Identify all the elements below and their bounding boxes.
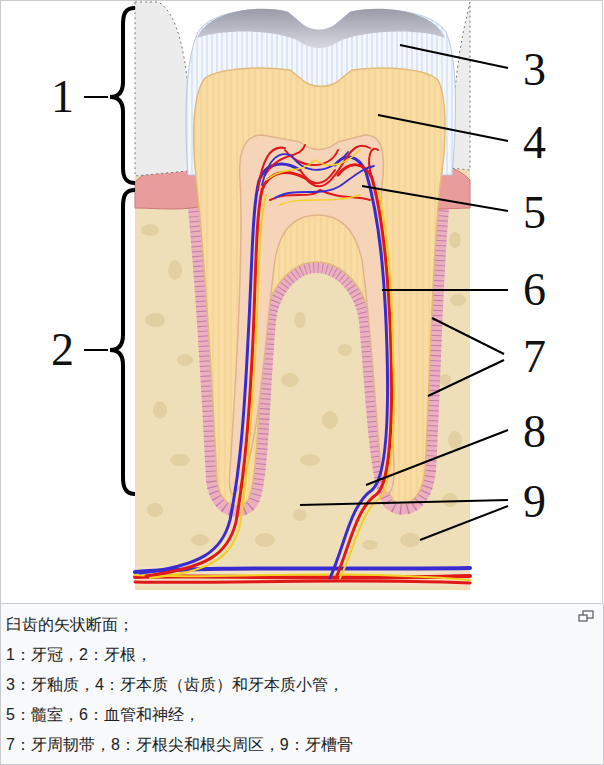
- ligament-fibres: [194, 68, 445, 506]
- callout-number: 6: [523, 267, 546, 313]
- dentin: [194, 68, 445, 506]
- caption-line: 7：牙周韧带，8：牙根尖和根尖周区，9：牙槽骨: [6, 734, 353, 756]
- callout-number: 8: [523, 409, 546, 455]
- caption-line: 3：牙釉质，4：牙本质（齿质）和牙本质小管，: [6, 674, 344, 696]
- root-brace: [110, 190, 135, 494]
- enlarge-icon: [579, 611, 593, 621]
- brace-dash: [84, 96, 108, 98]
- callout-number: 7: [523, 334, 546, 380]
- callout-number: 3: [523, 47, 546, 93]
- enamel-surface: [197, 9, 445, 48]
- callout-number: 1: [51, 74, 74, 120]
- crown-brace: [110, 8, 135, 183]
- callout-number: 5: [523, 190, 546, 236]
- brace-dash: [84, 349, 108, 351]
- periodontal-ligament: [194, 68, 445, 506]
- callout-number: 4: [523, 120, 546, 166]
- caption-title: 臼齿的矢状断面；: [6, 614, 134, 636]
- callout-number: 9: [523, 479, 546, 525]
- image-frame: [1, 1, 603, 604]
- vessels-nerves: [135, 145, 470, 586]
- caption-line: 1：牙冠，2：牙根，: [6, 644, 152, 666]
- callout-number: 2: [51, 327, 74, 373]
- caption-line: 5：髓室，6：血管和神经，: [6, 704, 200, 726]
- leader-lines: [300, 45, 508, 540]
